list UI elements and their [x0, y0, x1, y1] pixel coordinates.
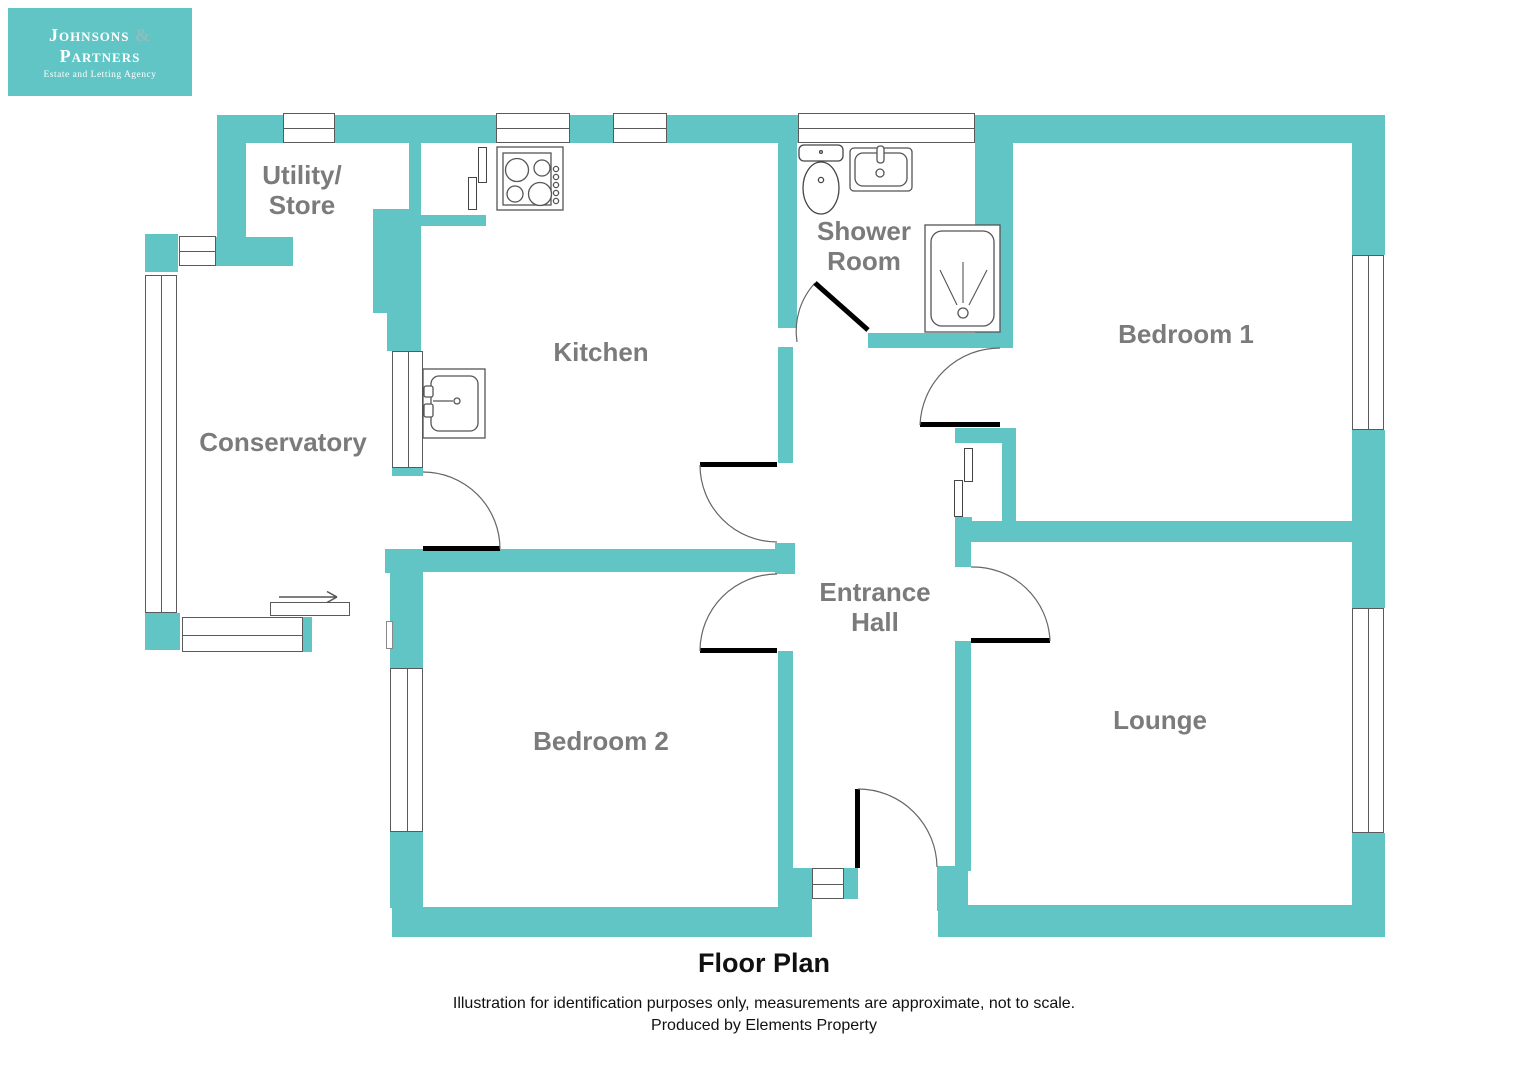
wall-segment — [145, 613, 180, 650]
bifold-door-panel — [468, 177, 477, 210]
wall-segment — [392, 549, 777, 572]
window — [613, 113, 667, 143]
window — [390, 668, 423, 832]
room-label-entrance-hall: Entrance Hall — [819, 577, 931, 637]
wall-segment — [937, 866, 968, 911]
wall-segment — [570, 115, 613, 143]
window — [496, 113, 570, 143]
agency-tagline: Estate and Letting Agency — [43, 69, 157, 80]
window — [392, 351, 423, 468]
wall-segment — [778, 651, 793, 868]
door-front — [855, 789, 860, 868]
cupboard-door-panel — [964, 448, 973, 482]
door-kitchen — [700, 462, 777, 467]
room-label-lounge: Lounge — [1113, 705, 1207, 735]
wall-segment — [1352, 430, 1385, 608]
wall-segment — [216, 237, 293, 266]
wall-segment — [778, 347, 793, 463]
wall-segment — [975, 115, 1385, 143]
wall-segment — [421, 215, 486, 226]
wall-segment — [775, 543, 795, 574]
agency-name: Johnsons & Partners — [48, 24, 152, 66]
wall-segment — [373, 209, 421, 313]
wall-segment — [938, 905, 1385, 937]
wall-segment — [955, 641, 971, 871]
wall-segment — [387, 313, 421, 351]
wall-segment — [1352, 143, 1385, 255]
room-label-conservatory: Conservatory — [199, 427, 367, 457]
toilet-icon — [798, 144, 844, 215]
hand-basin-icon — [849, 145, 913, 192]
wall-segment — [392, 907, 795, 937]
wall-segment — [778, 868, 812, 937]
window — [283, 113, 335, 143]
window — [1352, 608, 1384, 833]
door-bedroom1 — [920, 422, 1000, 427]
room-label-shower-room: Shower Room — [817, 216, 911, 276]
room-label-kitchen: Kitchen — [553, 337, 649, 367]
wall-segment — [778, 143, 797, 328]
wall-segment — [975, 143, 1013, 348]
wall-segment — [409, 143, 421, 216]
window — [179, 236, 216, 266]
wall-segment — [145, 234, 178, 272]
door-bedroom2 — [700, 648, 777, 653]
window — [182, 617, 303, 652]
agency-logo: Johnsons & Partners Estate and Letting A… — [8, 8, 192, 96]
wall-segment — [844, 868, 858, 899]
wall-segment — [390, 832, 423, 908]
wall-segment — [955, 428, 1016, 443]
wall-segment — [335, 115, 496, 143]
wall-segment — [1002, 443, 1016, 521]
hob-icon — [496, 146, 564, 211]
wall-segment — [390, 573, 423, 668]
door-shower — [813, 281, 870, 332]
wall-segment — [955, 521, 971, 567]
door-conservatory — [423, 546, 500, 551]
door-lounge — [971, 638, 1050, 643]
bifold-door-panel — [478, 147, 487, 183]
wall-segment — [955, 521, 1352, 542]
window — [798, 113, 975, 143]
cupboard-door-panel — [954, 480, 963, 517]
room-label-utility: Utility/ Store — [262, 160, 342, 220]
wall-segment — [303, 617, 312, 652]
kitchen-sink-icon — [422, 368, 486, 439]
window — [1352, 255, 1384, 430]
sliding-door — [270, 602, 350, 616]
credit-text: Produced by Elements Property — [651, 1017, 877, 1034]
wall-notch — [386, 621, 393, 649]
slide-arrow-icon — [279, 590, 338, 604]
wall-segment — [392, 468, 423, 476]
disclaimer-text: Illustration for identification purposes… — [452, 995, 1076, 1012]
plan-title: Floor Plan — [697, 948, 830, 978]
room-label-bedroom1: Bedroom 1 — [1118, 319, 1254, 349]
window — [812, 868, 844, 899]
window — [145, 275, 177, 613]
room-label-bedroom2: Bedroom 2 — [533, 726, 669, 756]
wall-segment — [667, 115, 798, 143]
